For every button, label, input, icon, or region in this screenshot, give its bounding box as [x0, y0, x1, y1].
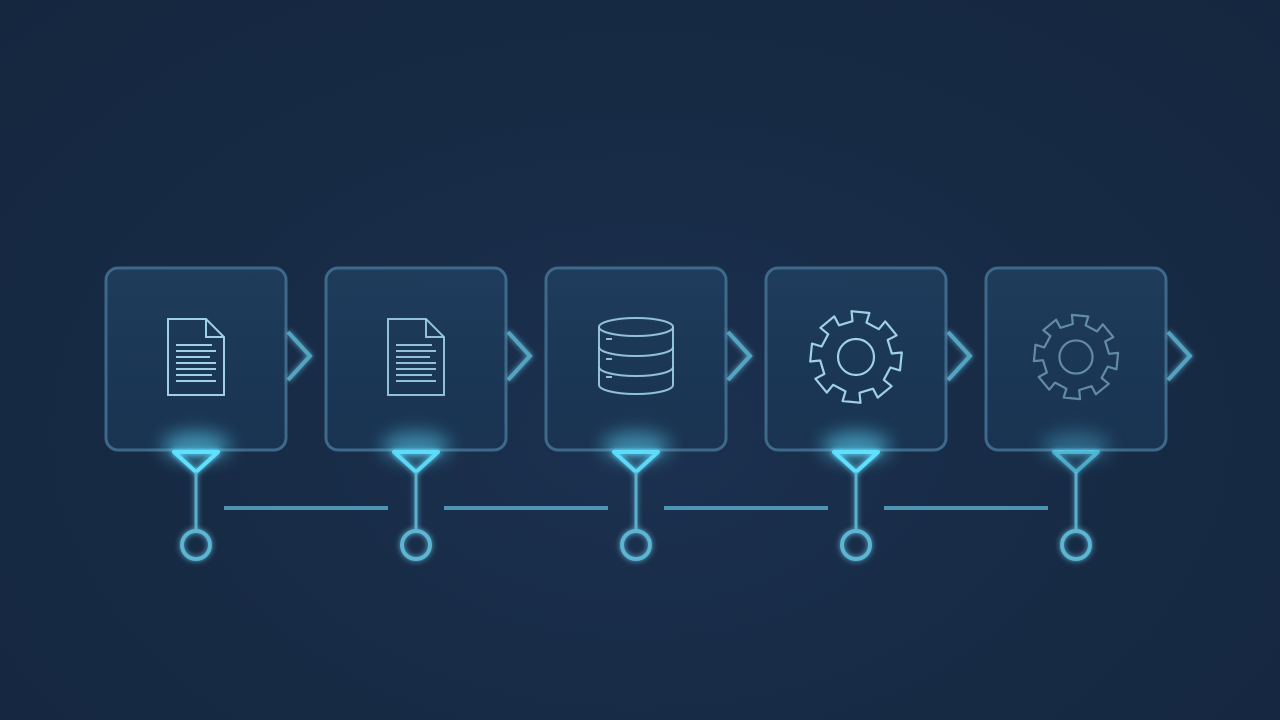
document-icon	[167, 318, 225, 396]
gear-outline	[809, 310, 903, 404]
connector-triangle	[172, 450, 220, 474]
next-arrow-icon	[946, 330, 973, 382]
connector-triangle	[612, 450, 660, 474]
step-card-5	[984, 266, 1193, 460]
step-card-4	[764, 266, 973, 460]
database-ring	[598, 346, 674, 357]
connector-triangle	[392, 450, 440, 474]
gear-icon	[809, 310, 903, 404]
gear-hub	[836, 337, 876, 377]
card-glow	[822, 432, 890, 460]
step-connector-1	[172, 450, 220, 561]
card-glow	[162, 432, 230, 460]
card-frame	[984, 266, 1168, 452]
timeline-connectors	[172, 450, 1100, 561]
connector-triangle	[1052, 450, 1100, 474]
document-fold	[205, 319, 224, 338]
step-card-3	[544, 266, 753, 460]
card-frame	[764, 266, 948, 452]
database-body	[598, 327, 674, 395]
next-arrow-icon	[286, 330, 313, 382]
next-arrow-icon	[1166, 330, 1193, 382]
card-glow	[1042, 432, 1110, 460]
step-cards	[104, 266, 1193, 460]
step-connector-2	[392, 450, 440, 561]
gear-hub	[1058, 339, 1094, 375]
document-fold	[425, 319, 444, 338]
document-icon	[387, 318, 445, 396]
step-connector-3	[612, 450, 660, 561]
document-outline	[167, 318, 225, 396]
step-connector-4	[832, 450, 880, 561]
connector-node	[840, 529, 872, 561]
database-icon	[598, 317, 674, 395]
next-arrow-icon	[506, 330, 533, 382]
gear-icon	[1032, 313, 1120, 401]
step-card-1	[104, 266, 313, 460]
card-glow	[602, 432, 670, 460]
card-frame	[544, 266, 728, 452]
step-card-2	[324, 266, 533, 460]
card-frame	[104, 266, 288, 452]
connector-node	[400, 529, 432, 561]
connector-triangle	[832, 450, 880, 474]
connector-node	[180, 529, 212, 561]
card-frame	[324, 266, 508, 452]
document-outline	[387, 318, 445, 396]
database-ring	[598, 366, 674, 377]
connector-node	[620, 529, 652, 561]
connector-node	[1060, 529, 1092, 561]
next-arrow-icon	[726, 330, 753, 382]
step-connector-5	[1052, 450, 1100, 561]
gear-outline	[1032, 313, 1120, 401]
card-glow	[382, 432, 450, 460]
